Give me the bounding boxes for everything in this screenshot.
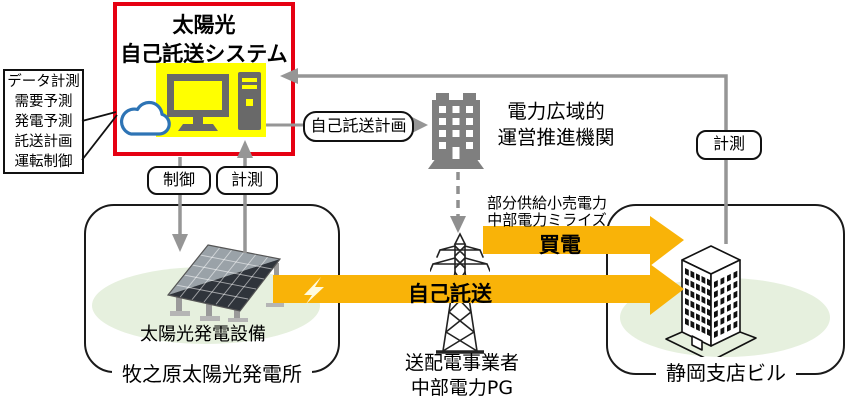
system-title: 太陽光 自己託送システム (117, 6, 291, 69)
callout-tail-lines (81, 111, 118, 161)
equipment-label: 太陽光発電設備 (140, 324, 266, 345)
grid-operator-line1: 送配電事業者 (404, 352, 520, 374)
occto-name-line2: 運営推進機関 (497, 126, 615, 149)
occto-dashed-arrow (450, 172, 466, 233)
self-consignment-label: 自己託送 (408, 282, 492, 306)
purchase-note-line2: 中部電力ミライズ (487, 210, 607, 229)
functions-callout: データ計測 需要予測 発電予測 託送計画 運転制御 (3, 69, 84, 174)
purchase-label: 買電 (539, 233, 581, 257)
purchase-note: 部分供給小売電力 中部電力ミライズ (487, 195, 607, 228)
occto-name: 電力広域的 運営推進機関 (485, 99, 627, 151)
callout-line: 発電予測 (14, 114, 73, 130)
measure-plant-tag: 計測 (216, 166, 278, 195)
building-icon (428, 93, 484, 169)
system-title-line2: 自己託送システム (120, 42, 288, 66)
callout-line: データ計測 (7, 74, 80, 90)
computer-icon (167, 72, 261, 131)
grid-operator-line2: 中部電力PG (410, 377, 514, 399)
callout-line: 需要予測 (14, 94, 73, 110)
purchase-note-line1: 部分供給小売電力 (486, 194, 608, 212)
system-title-line1: 太陽光 (172, 13, 236, 37)
callout-line: 運転制御 (14, 154, 73, 170)
cloud-icon (119, 100, 171, 136)
control-tag: 制御 (147, 166, 211, 195)
plant-site-name: 牧之原太陽光発電所 (112, 358, 312, 387)
occto-name-line1: 電力広域的 (507, 100, 605, 123)
plan-tag: 自己託送計画 (303, 111, 414, 142)
measure-office-tag: 計測 (696, 130, 762, 160)
office-building-3d-icon (665, 245, 757, 362)
grid-operator-name: 送配電事業者 中部電力PG (405, 351, 519, 401)
office-site-name: 静岡支店ビル (656, 357, 796, 386)
solar-panel-icon (166, 244, 284, 322)
callout-line: 託送計画 (14, 134, 73, 150)
